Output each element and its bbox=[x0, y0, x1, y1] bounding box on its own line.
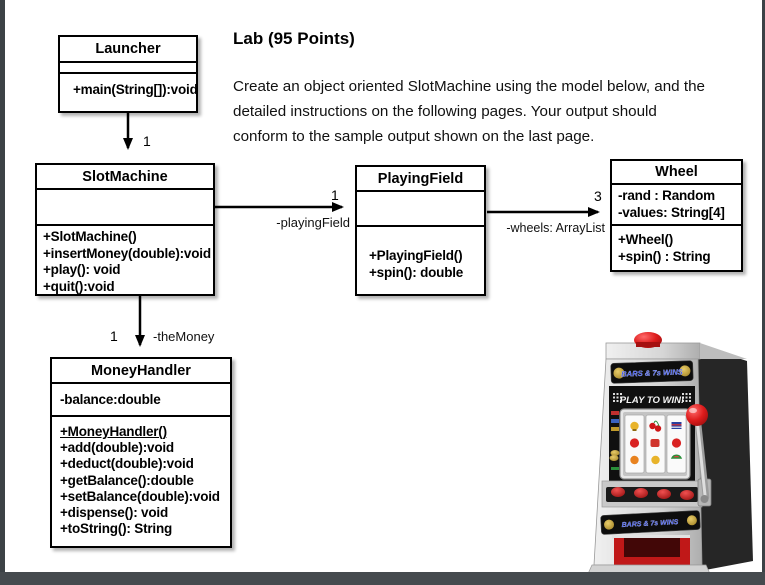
attributes-section bbox=[37, 190, 213, 226]
attributes-section: -rand : Random -values: String[4] bbox=[612, 185, 741, 226]
dot-grid-icon bbox=[613, 393, 691, 402]
attributes-section bbox=[357, 192, 484, 227]
methods-section: +Wheel() +spin() : String bbox=[612, 226, 741, 265]
top-banner-text: BARS & 7s WINS bbox=[621, 367, 683, 378]
coin-icon bbox=[613, 367, 625, 379]
red-button bbox=[611, 487, 625, 497]
red-button bbox=[657, 489, 671, 499]
bottom-banner-text: BARS & 7s WINS bbox=[622, 519, 679, 529]
method: +insertMoney(double):void bbox=[43, 245, 211, 261]
tomato-symbol bbox=[671, 438, 682, 448]
machine-side-panel bbox=[698, 345, 753, 571]
orange-symbol bbox=[630, 455, 639, 465]
attribute: -balance:double bbox=[60, 392, 161, 407]
tray-opening bbox=[624, 538, 680, 557]
lever-arm-highlight bbox=[696, 422, 707, 499]
lever-knob-highlight bbox=[689, 407, 697, 414]
red-button bbox=[680, 490, 694, 500]
strawberry-symbol bbox=[629, 438, 640, 448]
class-box-launcher: Launcher +main(String[]):void bbox=[58, 35, 198, 113]
reel-1 bbox=[624, 414, 645, 474]
role-label-playingfield: -playingField bbox=[276, 215, 350, 230]
lever-pivot bbox=[700, 495, 709, 503]
method: +setBalance(double):void bbox=[60, 488, 220, 504]
attributes-section: -balance:double bbox=[52, 384, 230, 417]
class-box-slotmachine: SlotMachine +SlotMachine() +insertMoney(… bbox=[35, 163, 215, 296]
class-name: SlotMachine bbox=[37, 165, 213, 190]
method: +add(double):void bbox=[60, 440, 174, 456]
coin-icon bbox=[604, 519, 615, 530]
method: +spin(): double bbox=[369, 265, 464, 280]
multiplicity-label: 1 bbox=[110, 328, 118, 344]
cherry-symbol bbox=[649, 422, 656, 430]
class-box-moneyhandler: MoneyHandler -balance:double +MoneyHandl… bbox=[50, 357, 232, 548]
lever-knob bbox=[686, 404, 708, 426]
tray-lip bbox=[612, 535, 690, 539]
method: +toString(): String bbox=[60, 521, 173, 537]
multiplicity-label: 1 bbox=[331, 187, 339, 203]
machine-top-cap-side bbox=[700, 343, 747, 359]
class-name: Launcher bbox=[60, 37, 196, 63]
slot-machine-photo: BARS & 7s WINS PLAY TO WIN! bbox=[586, 332, 753, 578]
role-label-themoney: -theMoney bbox=[153, 329, 215, 344]
page-left-border bbox=[0, 0, 5, 585]
attributes-section bbox=[60, 63, 196, 74]
methods-section: +SlotMachine() +insertMoney(double):void… bbox=[37, 226, 213, 295]
method: +quit():void bbox=[43, 278, 115, 294]
jackpot-light-base bbox=[636, 342, 660, 347]
multiplicity-label: 3 bbox=[594, 188, 602, 204]
class-name: Wheel bbox=[612, 161, 741, 185]
instructions-paragraph: Create an object oriented SlotMachine us… bbox=[233, 78, 705, 145]
play-to-win-text: PLAY TO WIN! bbox=[620, 395, 684, 406]
berry-symbol bbox=[650, 439, 660, 447]
page-bottom-border bbox=[0, 572, 765, 585]
methods-section: +main(String[]):void bbox=[60, 74, 198, 97]
class-name: MoneyHandler bbox=[52, 359, 230, 384]
method: +PlayingField() bbox=[369, 248, 463, 263]
multiplicity-label: 1 bbox=[143, 133, 151, 149]
method: +getBalance():double bbox=[60, 472, 194, 488]
method: +deduct(double):void bbox=[60, 456, 194, 472]
bottom-banner: BARS & 7s WINS bbox=[600, 510, 701, 535]
reel-2 bbox=[645, 414, 666, 474]
reel-3 bbox=[666, 414, 687, 474]
methods-section: +PlayingField() +spin(): double bbox=[357, 227, 484, 281]
coin-icon bbox=[686, 515, 697, 526]
method: +SlotMachine() bbox=[43, 229, 137, 244]
top-banner: BARS & 7s WINS bbox=[610, 360, 694, 384]
methods-section: +MoneyHandler() +add(double):void +deduc… bbox=[52, 417, 230, 537]
method: +MoneyHandler() bbox=[60, 424, 167, 439]
button-strip bbox=[606, 487, 698, 502]
attribute: -values: String[4] bbox=[618, 204, 725, 220]
method: +main(String[]):void bbox=[73, 82, 198, 97]
paytable-marks bbox=[609, 411, 620, 470]
method: +dispense(): void bbox=[60, 505, 168, 521]
class-name: PlayingField bbox=[357, 167, 484, 192]
role-label-wheels: -wheels: ArrayList bbox=[506, 221, 605, 235]
method: +spin() : String bbox=[618, 248, 711, 264]
method: +Wheel() bbox=[618, 232, 674, 247]
attribute: -rand : Random bbox=[618, 188, 715, 203]
page-title: Lab (95 Points) bbox=[233, 29, 355, 48]
page-right-border bbox=[762, 0, 765, 585]
bell-symbol bbox=[630, 421, 639, 431]
method: +play(): void bbox=[43, 262, 121, 277]
red-button bbox=[634, 488, 648, 498]
class-box-playingfield: PlayingField +PlayingField() +spin(): do… bbox=[355, 165, 486, 296]
bell-symbol bbox=[651, 455, 660, 465]
flag-symbol bbox=[671, 422, 682, 429]
coin-icon bbox=[679, 365, 691, 377]
class-box-wheel: Wheel -rand : Random -values: String[4] … bbox=[610, 159, 743, 272]
watermelon-symbol bbox=[670, 454, 683, 459]
